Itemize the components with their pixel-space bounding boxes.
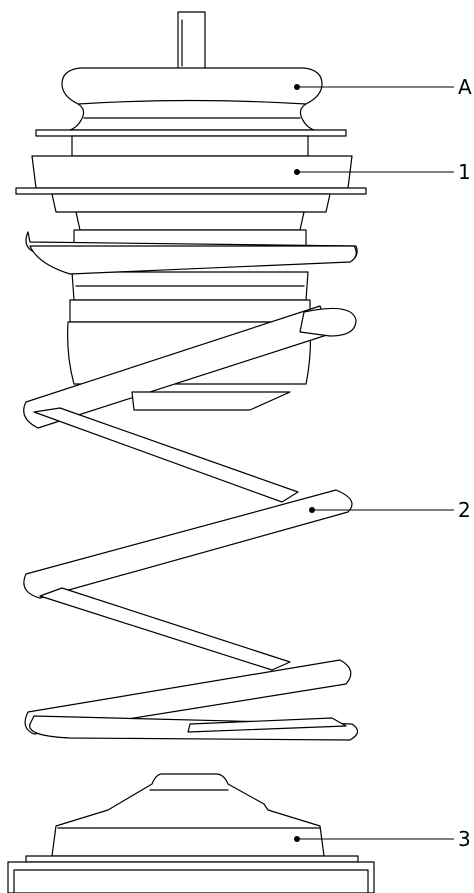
callout-1-label: 1 — [458, 160, 471, 184]
bearing-spacer — [71, 135, 309, 157]
piston-rod — [177, 11, 206, 73]
top-mount — [61, 67, 323, 131]
lower-spring-seat — [7, 773, 375, 893]
callout-a-label: A — [458, 75, 472, 99]
callout-3-label: 3 — [458, 827, 471, 851]
callout-2-label: 2 — [458, 498, 471, 522]
lower-plate — [15, 187, 367, 195]
callout-1: 1 — [294, 160, 471, 184]
callout-a: A — [294, 75, 472, 99]
upper-washer — [35, 129, 347, 137]
callout-2: 2 — [309, 498, 471, 522]
coil-spring — [23, 231, 359, 741]
callout-3: 3 — [294, 827, 471, 851]
